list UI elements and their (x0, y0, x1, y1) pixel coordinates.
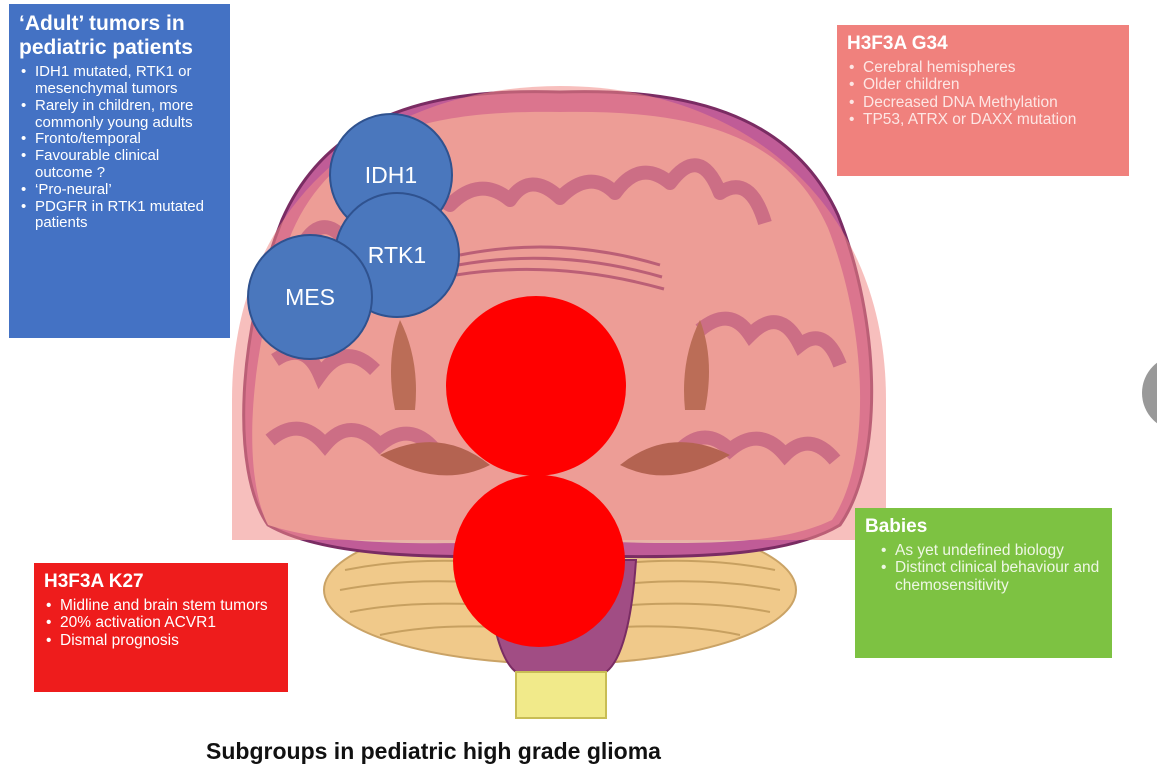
figure-caption-text: Subgroups in pediatric high grade glioma (206, 738, 661, 764)
list-item: PDGFR in RTK1 mutated patients (21, 198, 220, 233)
list-item: Fronto/temporal (21, 131, 220, 148)
babies-box: Babies As yet undefined biology Distinct… (855, 508, 1112, 658)
list-item: Midline and brain stem tumors (46, 597, 278, 615)
list-item: Decreased DNA Methylation (849, 94, 1119, 112)
h3f3a-k27-box: H3F3A K27 Midline and brain stem tumors … (34, 563, 288, 692)
babies-list: As yet undefined biology Distinct clinic… (865, 542, 1102, 594)
h3f3a-g34-list: Cerebral hemispheres Older children Decr… (847, 59, 1119, 129)
midline-tumor-lower (453, 475, 625, 647)
list-item: TP53, ATRX or DAXX mutation (849, 111, 1119, 129)
list-item: 20% activation ACVR1 (46, 614, 278, 632)
bubble-mes: MES (247, 234, 373, 360)
scroll-indicator[interactable] (1142, 355, 1157, 431)
adult-tumors-box: ‘Adult’ tumors in pediatric patients IDH… (9, 4, 230, 338)
list-item: IDH1 mutated, RTK1 or mesenchymal tumors (21, 63, 220, 98)
bubble-mes-label: MES (285, 284, 335, 310)
adult-tumors-title: ‘Adult’ tumors in pediatric patients (19, 12, 193, 60)
list-item: Dismal prognosis (46, 632, 278, 650)
figure-caption: Subgroups in pediatric high grade glioma (0, 738, 1157, 765)
list-item: As yet undefined biology (881, 542, 1102, 560)
list-item: Favourable clinical outcome ? (21, 147, 220, 182)
bubble-rtk1-label: RTK1 (368, 242, 426, 268)
h3f3a-g34-title: H3F3A G34 (847, 33, 948, 54)
list-item: Older children (849, 76, 1119, 94)
list-item: Rarely in children, more commonly young … (21, 97, 220, 132)
h3f3a-g34-box: H3F3A G34 Cerebral hemispheres Older chi… (837, 25, 1129, 176)
bubble-idh1-label: IDH1 (365, 162, 417, 188)
adult-tumors-list: IDH1 mutated, RTK1 or mesenchymal tumors… (19, 63, 220, 233)
h3f3a-k27-list: Midline and brain stem tumors 20% activa… (44, 597, 278, 649)
list-item: ‘Pro-neural’ (21, 181, 220, 199)
list-item: Cerebral hemispheres (849, 59, 1119, 77)
h3f3a-k27-title: H3F3A K27 (44, 571, 144, 592)
midline-tumor-upper (446, 296, 626, 476)
list-item: Distinct clinical behaviour and chemosen… (881, 559, 1102, 594)
babies-title: Babies (865, 516, 928, 537)
